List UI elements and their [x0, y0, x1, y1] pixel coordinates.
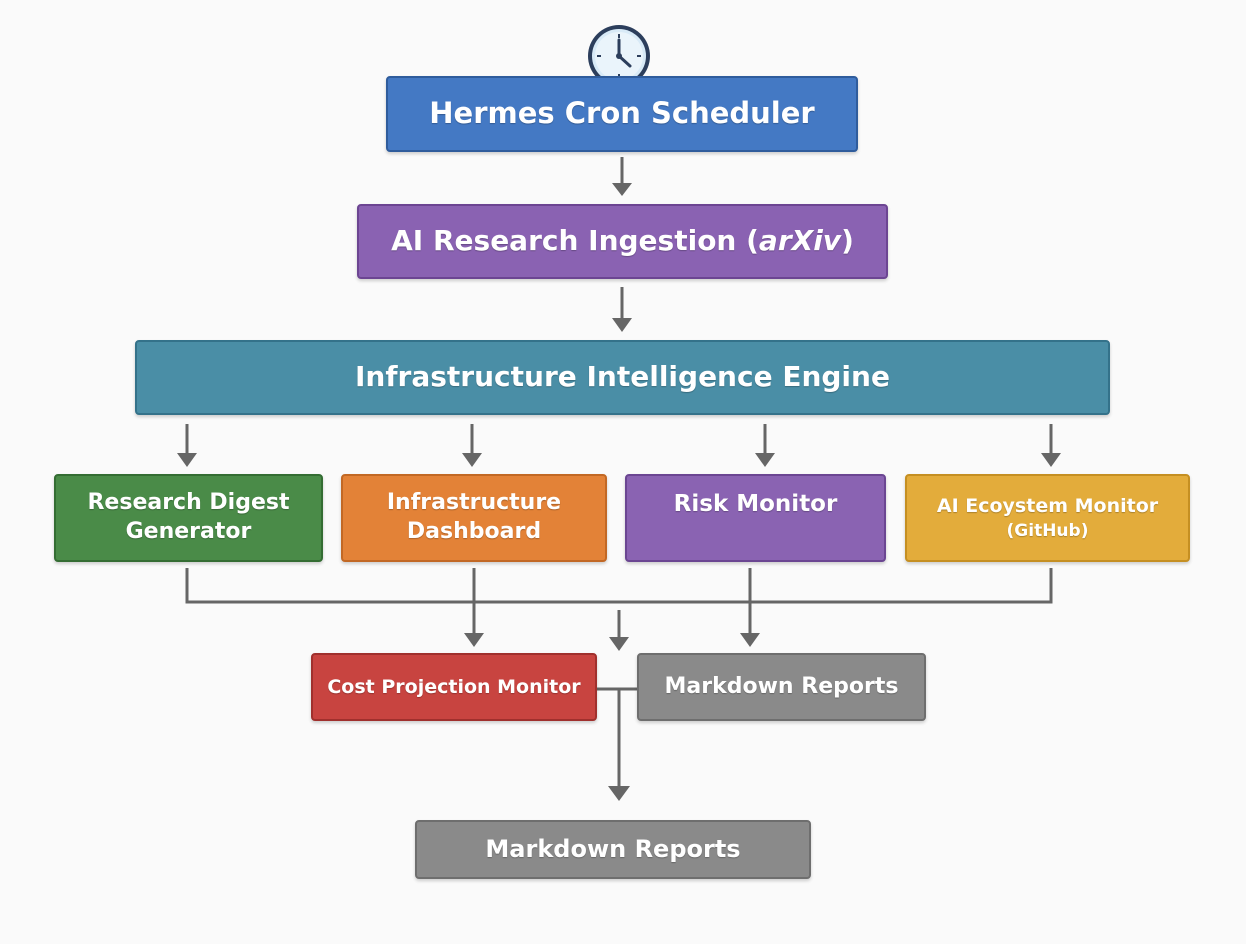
arrowhead-10 — [608, 786, 630, 801]
ecosystem-label-line1: AI Ecoystem Monitor — [936, 494, 1159, 517]
engine-label: Infrastructure Intelligence Engine — [355, 360, 890, 394]
scheduler-label: Hermes Cron Scheduler — [429, 96, 815, 131]
markdown-reports-final-node: Markdown Reports — [415, 820, 811, 879]
risk-monitor-node: Risk Monitor — [625, 474, 886, 562]
ai-ecosystem-monitor-node: AI Ecoystem Monitor (GitHub) — [905, 474, 1190, 562]
dashboard-label-line1: Infrastructure — [386, 490, 562, 516]
markdown-final-label: Markdown Reports — [485, 834, 741, 863]
arrowhead-7 — [464, 633, 484, 647]
hermes-cron-scheduler-node: Hermes Cron Scheduler — [386, 76, 858, 152]
collector-bus — [185, 568, 1053, 604]
research-digest-generator-node: Research Digest Generator — [54, 474, 323, 562]
arrowhead-1 — [612, 183, 632, 196]
arrowhead-3 — [177, 453, 197, 467]
markdown-mid-label: Markdown Reports — [664, 673, 899, 699]
dashboard-label-line2: Dashboard — [406, 519, 542, 544]
ingestion-label: AI Research Ingestion (arXiv) — [391, 224, 854, 258]
arrowhead-4 — [462, 453, 482, 467]
arrowhead-6 — [1041, 453, 1061, 467]
risk-label: Risk Monitor — [673, 491, 838, 517]
ai-research-ingestion-node: AI Research Ingestion (arXiv) — [357, 204, 888, 279]
ingestion-label-italic: arXiv — [758, 224, 842, 258]
arrowhead-2 — [612, 318, 632, 332]
cost-projection-monitor-node: Cost Projection Monitor — [311, 653, 597, 721]
clock-icon — [588, 25, 650, 87]
infrastructure-intelligence-engine-node: Infrastructure Intelligence Engine — [135, 340, 1110, 415]
ecosystem-label-line2: (GitHub) — [1006, 521, 1089, 542]
digest-label-line1: Research Digest — [87, 490, 290, 516]
markdown-reports-mid-node: Markdown Reports — [637, 653, 926, 721]
arrowhead-5 — [755, 453, 775, 467]
cost-label: Cost Projection Monitor — [327, 675, 581, 698]
digest-label-line2: Generator — [125, 519, 252, 544]
infrastructure-dashboard-node: Infrastructure Dashboard — [341, 474, 607, 562]
arrowhead-9 — [740, 633, 760, 647]
arrowhead-8 — [609, 637, 629, 651]
